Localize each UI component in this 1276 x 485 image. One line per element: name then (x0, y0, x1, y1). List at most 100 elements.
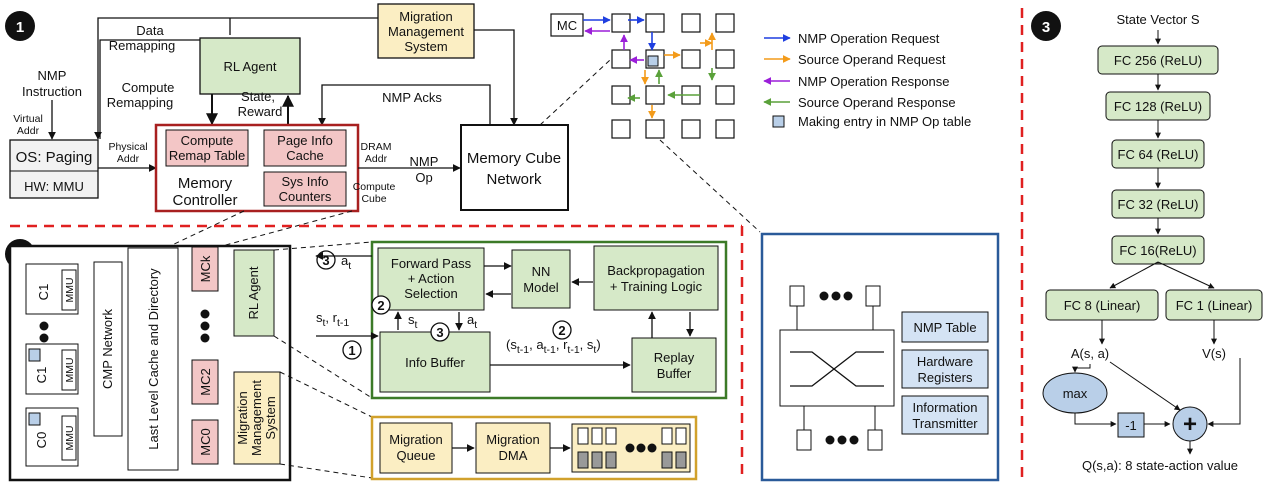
legend: NMP Operation Request Source Operand Req… (763, 31, 971, 129)
rl-agent-label: RL Agent (223, 59, 276, 74)
virtual-addr-label-2: Addr (17, 125, 40, 137)
sys-info-counters-label: Sys Info (282, 174, 329, 189)
panel-1: 1 NMP Instruction Virtual Addr OS: Pagin… (5, 3, 761, 247)
physical-addr-label: Physical (108, 141, 147, 153)
legend-item-1: Source Operand Request (798, 52, 946, 67)
forward-pass-label: Forward Pass (391, 256, 472, 271)
mc2-box (191, 359, 219, 405)
nmp-op-label: NMP (410, 154, 439, 169)
migration-system-label: Migration (399, 9, 452, 24)
nmp-instruction-label: NMP (38, 68, 67, 83)
output-label: Q(s,a): 8 state-action value (1082, 458, 1238, 473)
chip-migration-label: Migration (235, 391, 250, 444)
migration-system-box (377, 3, 475, 59)
replay-buffer-label-2: Buffer (657, 366, 692, 381)
dram-addr-label-2: Addr (365, 153, 388, 165)
mmu-bottom-label: MMU (64, 425, 76, 450)
buffer-slot-filled (675, 451, 687, 469)
hw-mmu-label: HW: MMU (24, 179, 84, 194)
mc-node (550, 13, 584, 37)
mesh-node (611, 13, 631, 33)
data-remapping-label: Data (136, 23, 164, 38)
mesh-node (715, 85, 735, 105)
cube-mesh (611, 13, 735, 139)
virtual-addr-label: Virtual (13, 113, 43, 125)
neg-one-label: -1 (1125, 418, 1137, 433)
max-label: max (1063, 386, 1088, 401)
sys-info-counters-box (263, 171, 347, 207)
step-3-inner: 3 (436, 325, 443, 340)
legend-swatch-table (772, 115, 785, 128)
forward-pass-label-2: + Action (408, 271, 455, 286)
buffer-slot (661, 427, 673, 445)
panel-1-badge: 1 (16, 19, 24, 36)
hw-registers-box (901, 349, 989, 389)
mc0-box (191, 419, 219, 465)
hw-registers-label-2: Registers (918, 370, 973, 385)
mesh-node (681, 13, 701, 33)
mc2-label: MC2 (198, 368, 213, 395)
compute-cube-label-2: Cube (361, 193, 386, 205)
page-info-cache-box (263, 129, 347, 167)
fc8-label: FC 8 (Linear) (1064, 298, 1141, 313)
nn-layer-stack: FC 256 (ReLU)FC 128 (ReLU)FC 64 (ReLU)FC… (1097, 45, 1219, 265)
migration-queue-label: Migration (389, 432, 442, 447)
step-2-tuple: 2 (558, 323, 565, 338)
buffer-slot (675, 427, 687, 445)
page-info-cache-label-2: Cache (286, 148, 324, 163)
legend-item-0: NMP Operation Request (798, 31, 940, 46)
nn-layer-label: FC 16(ReLU) (1119, 243, 1196, 258)
st-label: st (408, 312, 418, 331)
info-transmitter-box (901, 395, 989, 435)
mmu-top-label: MMU (64, 277, 76, 302)
migration-queue-label-2: Queue (396, 448, 435, 463)
mmu-mid-label: MMU (64, 357, 76, 382)
migration-queue-box (379, 422, 453, 474)
mesh-node (611, 49, 631, 69)
state-vector-label: State Vector S (1116, 12, 1199, 27)
mesh-node (681, 119, 701, 139)
nn-layer-label: FC 32 (ReLU) (1118, 197, 1199, 212)
mesh-node (715, 119, 735, 139)
memory-controller-label: Memory (178, 175, 233, 192)
nn-layer-label: FC 128 (ReLU) (1114, 99, 1202, 114)
backprop-label: Backpropagation (607, 263, 705, 278)
buffer-slot (605, 427, 617, 445)
memory-cube-network-label-2: Network (486, 171, 542, 188)
sys-info-counters-label-2: Counters (279, 189, 332, 204)
panel-3: 3 State Vector S FC 256 (ReLU)FC 128 (Re… (1031, 11, 1263, 473)
chip-migration-box (233, 371, 281, 465)
nn-model-label-2: Model (523, 280, 559, 295)
migration-system-label-2: Management (388, 24, 464, 39)
info-transmitter-label: Information (912, 400, 977, 415)
state-reward-label: State, (241, 89, 275, 104)
forward-pass-label-3: Selection (404, 286, 457, 301)
nmp-table-box (901, 311, 989, 343)
nn-model-box (511, 249, 571, 309)
forward-pass-box (377, 247, 485, 311)
buffer-slot-filled (577, 451, 589, 469)
migration-buffer-slots (577, 427, 687, 469)
mesh-node (645, 13, 665, 33)
nmp-table-label: NMP Table (913, 320, 976, 335)
memory-cube-network-label: Memory Cube (467, 150, 561, 167)
llc-label: Last Level Cache and Directory (146, 268, 161, 450)
at-inner-label: at (467, 312, 477, 331)
os-paging-box (9, 139, 99, 199)
mck-label: MCk (198, 255, 213, 282)
crossbar-box (779, 329, 895, 407)
dram-addr-label: DRAM (361, 141, 392, 153)
compute-remap-table-label-2: Remap Table (169, 148, 245, 163)
step-2-inner: 2 (377, 298, 384, 313)
buffer-slot-filled (661, 451, 673, 469)
st-rt-label: st, rt-1 (316, 310, 349, 329)
mck-box (191, 246, 219, 292)
core-c0-label: C0 (34, 432, 49, 449)
chip-migration-label-3: System (263, 396, 278, 439)
hw-registers-label: Hardware (917, 354, 973, 369)
buffer-slot (591, 427, 603, 445)
memory-cube-network-box (460, 124, 569, 211)
cmp-network-label: CMP Network (100, 309, 115, 389)
at-outer-label: at (341, 253, 351, 272)
